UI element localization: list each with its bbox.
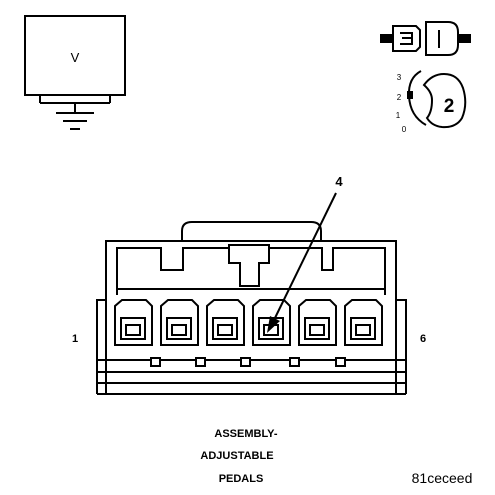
- svg-text:2: 2: [397, 93, 402, 102]
- pin-label-first: 1: [72, 333, 78, 345]
- voltmeter-symbol: V: [24, 15, 126, 130]
- figure-id: 81ceceed: [412, 470, 473, 486]
- connector-view-icon: 3 2 1 0 2: [396, 70, 467, 134]
- voltmeter-box: [24, 15, 126, 96]
- connector-plug-icon: [380, 21, 471, 56]
- connector-body: [96, 221, 407, 395]
- connector-view-badge: 2: [444, 96, 455, 117]
- terminal-cavity-1: [114, 299, 153, 346]
- connector-bottom-tabs: [150, 357, 346, 367]
- callout-label: 4: [335, 174, 343, 189]
- callout-arrowhead: [267, 316, 280, 333]
- pin-label-last: 6: [420, 333, 426, 345]
- terminal-cavities: [114, 299, 383, 346]
- svg-text:3: 3: [397, 73, 402, 82]
- terminal-cavity-2: [160, 299, 199, 346]
- svg-text:0: 0: [402, 125, 407, 134]
- ground-icon: [39, 95, 111, 130]
- terminal-cavity-5: [298, 299, 337, 346]
- scale-marks: 3 2 1 0: [396, 73, 407, 134]
- title-line-1: ASSEMBLY-: [214, 428, 278, 440]
- title-line-3: PEDALS: [219, 473, 264, 485]
- title-line-2: ADJUSTABLE: [200, 450, 273, 462]
- terminal-cavity-6: [344, 299, 383, 346]
- connector-title: ASSEMBLY- ADJUSTABLE PEDALS: [200, 428, 277, 485]
- callout-arrow-line: [273, 192, 337, 321]
- pin-callout: 4: [267, 174, 343, 333]
- svg-text:1: 1: [396, 111, 401, 120]
- voltmeter-label: V: [71, 50, 80, 65]
- terminal-cavity-3: [206, 299, 245, 346]
